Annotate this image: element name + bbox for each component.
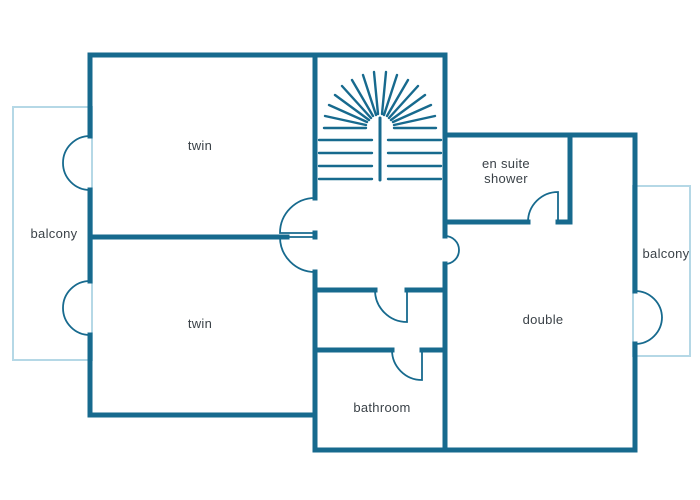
staircase-treads <box>317 138 443 181</box>
room-label-bathroom: bathroom <box>353 400 410 415</box>
ensuite-walls <box>442 132 573 225</box>
room-label-twin-bottom: twin <box>188 316 212 331</box>
staircase-winder-fan <box>322 70 438 130</box>
staircase <box>317 70 443 182</box>
door-hall-to-double <box>444 235 460 265</box>
room-label-ensuite-line2: shower <box>484 171 528 186</box>
door-hall-to-twin-bottom <box>279 236 316 273</box>
door-hall-to-lobby <box>374 289 408 323</box>
room-label-balcony-left: balcony <box>31 226 78 241</box>
doors <box>62 135 663 381</box>
room-label-balcony-right: balcony <box>643 246 690 261</box>
lobby-walls <box>312 287 448 353</box>
room-label-twin-top: twin <box>188 138 212 153</box>
balconies <box>12 106 691 361</box>
room-labels: twin twin double bathroom en suite showe… <box>31 138 690 415</box>
balcony-door-twin-bottom <box>62 280 91 336</box>
exterior-wall-right-block <box>312 132 638 453</box>
balcony-door-double <box>634 290 663 345</box>
balcony-door-twin-top <box>62 135 91 191</box>
walls <box>87 52 638 453</box>
door-lobby-to-bathroom <box>391 349 423 381</box>
balcony-right-outline <box>632 185 691 357</box>
door-hall-to-twin-top <box>279 197 316 234</box>
room-label-ensuite-line1: en suite <box>482 156 530 171</box>
door-ensuite-shower <box>527 191 559 223</box>
room-label-double: double <box>523 312 564 327</box>
